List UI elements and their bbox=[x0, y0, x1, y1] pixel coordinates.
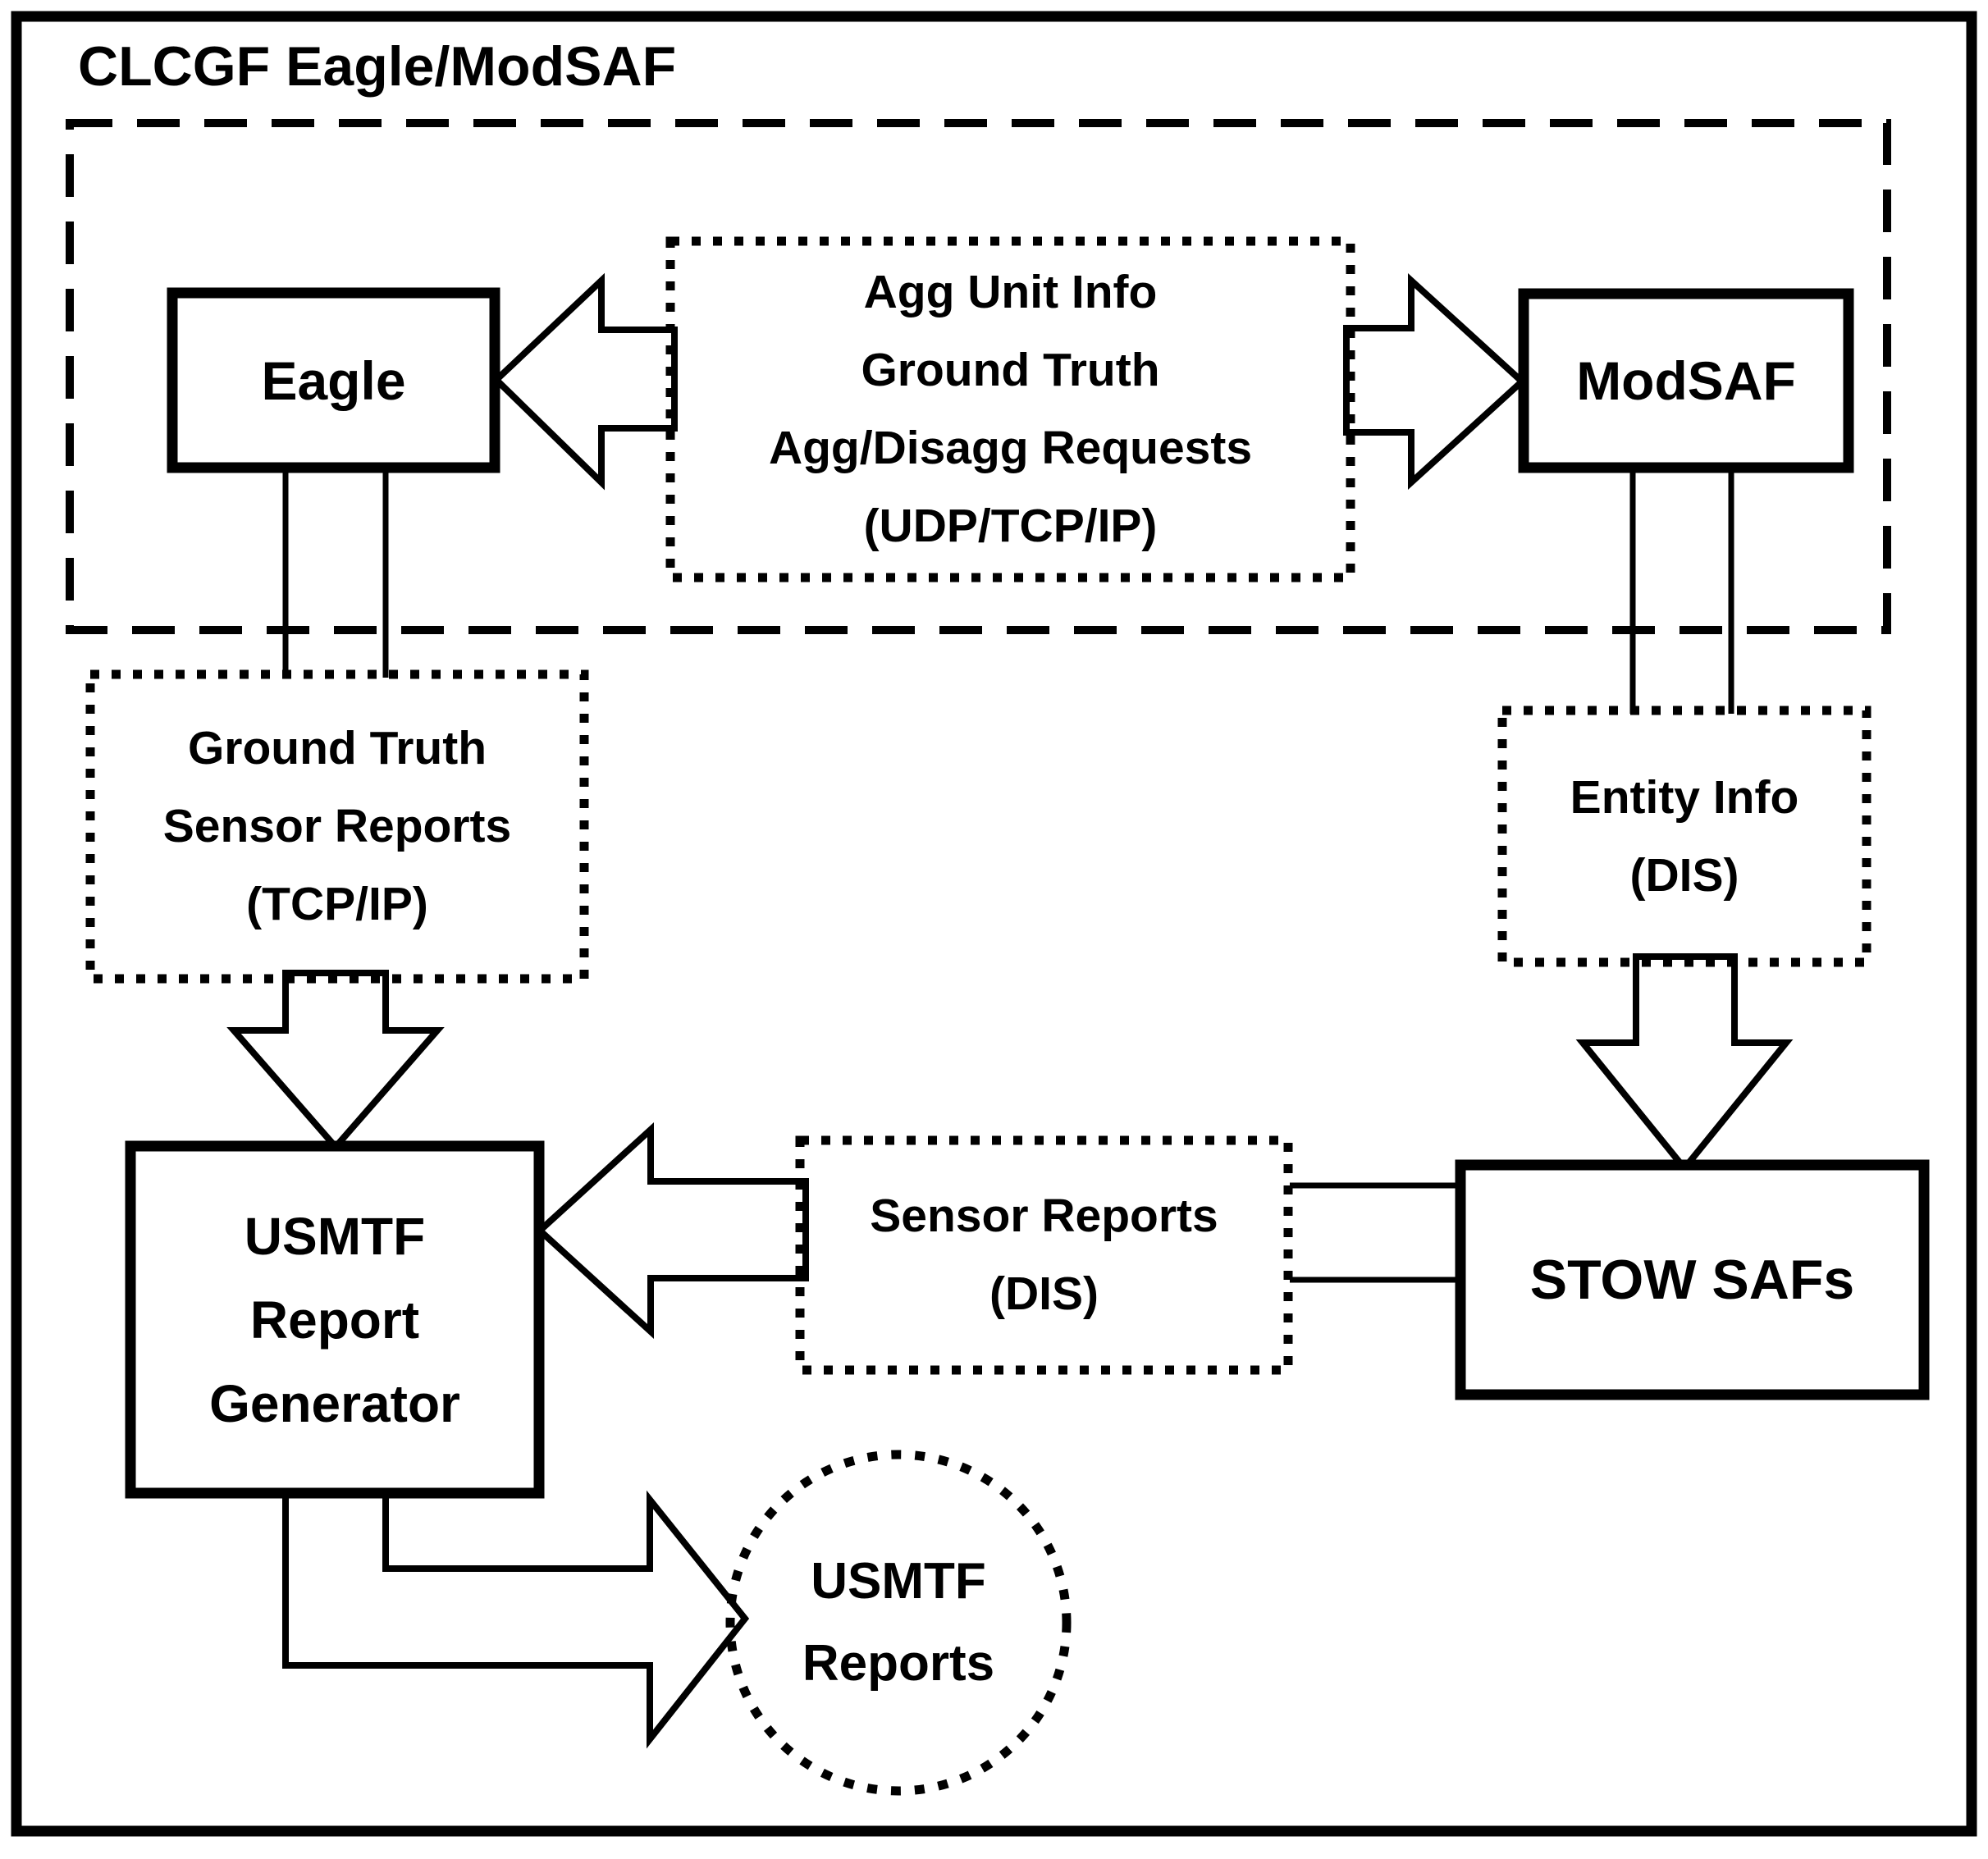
clcgf-dashed-container bbox=[66, 119, 1891, 634]
ground-truth-line: (TCP/IP) bbox=[246, 878, 428, 930]
sensor-reports-box bbox=[795, 1135, 1293, 1375]
entity-info-line: Entity Info bbox=[1570, 770, 1799, 824]
modsaf-node-label: ModSAF bbox=[1524, 294, 1849, 468]
arrow-usmtf-to-reports bbox=[282, 1483, 750, 1749]
eagle-node-label-text: Eagle bbox=[261, 349, 406, 411]
modsaf-node-label-text: ModSAF bbox=[1576, 350, 1796, 411]
arrow-sensorreports-to-usmtf bbox=[535, 1121, 809, 1340]
usmtf-generator-label: USMTF Report Generator bbox=[130, 1146, 539, 1493]
usmtf-generator-line: USMTF bbox=[244, 1206, 426, 1266]
sensor-reports-line: (DIS) bbox=[989, 1268, 1099, 1320]
modsaf-node-box bbox=[1518, 288, 1854, 473]
stow-safs-label-text: STOW SAFs bbox=[1529, 1249, 1855, 1311]
entity-info-box bbox=[1497, 706, 1871, 967]
arrow-entityinfo-to-stow bbox=[1575, 953, 1794, 1174]
ground-truth-label: Ground Truth Sensor Reports (TCP/IP) bbox=[90, 674, 584, 979]
arrow-agg-to-eagle bbox=[491, 272, 678, 491]
stow-safs-node-box bbox=[1455, 1159, 1930, 1400]
usmtf-reports-ellipse bbox=[725, 1450, 1072, 1796]
sensor-reports-line: Sensor Reports bbox=[870, 1190, 1218, 1242]
ground-truth-line: Sensor Reports bbox=[162, 800, 512, 852]
agg-unit-info-line: Agg/Disagg Requests bbox=[768, 422, 1253, 474]
agg-unit-info-label: Agg Unit Info Ground Truth Agg/Disagg Re… bbox=[670, 241, 1350, 578]
entity-info-line: (DIS) bbox=[1629, 848, 1739, 902]
ground-truth-box bbox=[85, 669, 589, 984]
agg-unit-info-line: Ground Truth bbox=[861, 344, 1160, 396]
agg-unit-info-line: (UDP/TCP/IP) bbox=[863, 500, 1158, 552]
usmtf-generator-line: Generator bbox=[209, 1373, 460, 1433]
usmtf-generator-line: Report bbox=[249, 1290, 420, 1350]
eagle-node-label: Eagle bbox=[172, 293, 495, 468]
sensor-reports-label: Sensor Reports (DIS) bbox=[800, 1140, 1288, 1370]
entity-info-label: Entity Info (DIS) bbox=[1502, 710, 1867, 962]
stow-safs-label: STOW SAFs bbox=[1460, 1165, 1924, 1395]
arrow-groundtruth-to-usmtf bbox=[226, 970, 445, 1153]
usmtf-generator-node-box bbox=[125, 1140, 545, 1499]
agg-unit-info-line: Agg Unit Info bbox=[863, 266, 1158, 318]
arrow-agg-to-modsaf bbox=[1343, 272, 1527, 491]
usmtf-reports-label: USMTF Reports bbox=[730, 1455, 1067, 1791]
outer-border bbox=[11, 11, 1977, 1837]
usmtf-reports-line: USMTF bbox=[811, 1553, 986, 1610]
eagle-node-box bbox=[167, 287, 500, 473]
usmtf-reports-line: Reports bbox=[802, 1635, 995, 1692]
agg-unit-info-box bbox=[665, 236, 1355, 582]
ground-truth-line: Ground Truth bbox=[187, 722, 487, 774]
diagram-title: CLCGF Eagle/ModSAF bbox=[78, 35, 677, 98]
